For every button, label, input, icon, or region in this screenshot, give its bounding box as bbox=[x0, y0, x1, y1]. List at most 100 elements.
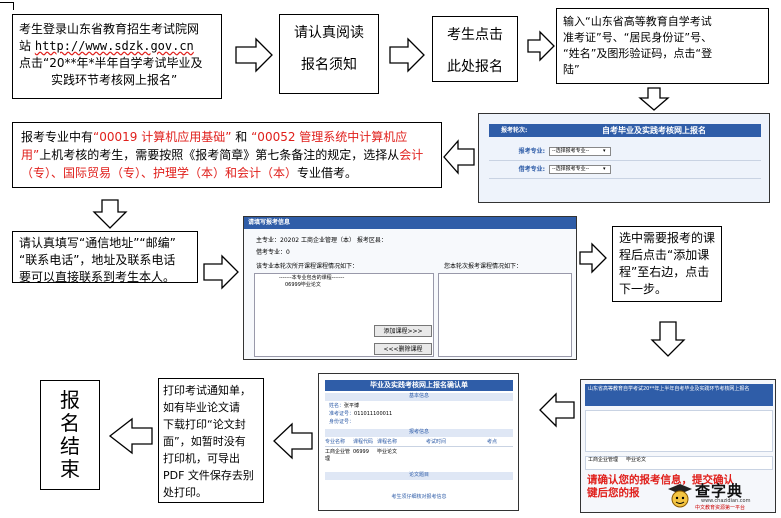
step-click-line2: 此处报名 bbox=[447, 59, 503, 75]
confirm-name-label: 姓名： bbox=[329, 403, 345, 409]
register-major-select[interactable]: --选择报考专业-- bbox=[549, 147, 611, 156]
course-major-line: 主专业：20202 工商企业管理（本） 报考区县： bbox=[256, 237, 387, 244]
confirm-col-course: 课程名称 bbox=[377, 439, 398, 445]
logo-slogan: 中文教育资源第一平台 bbox=[695, 505, 746, 511]
corner-mark bbox=[0, 2, 14, 10]
arrow-down-icon bbox=[650, 321, 686, 357]
step-input-box: 输入“山东省高等教育自学考试 准考证”号、“居民身份证”号、 “姓名”及图形验证… bbox=[556, 8, 769, 84]
step-read-box: 请认真阅读 报名须知 bbox=[279, 14, 379, 94]
notice-course-00052-end: 用” bbox=[21, 148, 40, 162]
delete-course-button[interactable]: <<<删除课程 bbox=[374, 343, 432, 355]
step-login-line1: 考生登录山东省教育招生考试院网 bbox=[19, 22, 200, 36]
print-notice-box: 打印考试通知单， 如有毕业论文请 下载打印“论文封 面”，如暂时没有 打印机，可… bbox=[158, 378, 264, 503]
confirm-row-course: 毕业论文 bbox=[377, 449, 398, 455]
registration-end-box: 报 名 结 束 bbox=[40, 380, 100, 490]
print-line3: 下载打印“论文封 bbox=[163, 418, 246, 431]
notice-text-4: 专业借考。 bbox=[297, 166, 358, 180]
confirm-col-major: 专业名称 bbox=[325, 439, 346, 445]
select-course-line4: 下一步。 bbox=[619, 282, 668, 296]
course-header: 请填写报考信息 bbox=[248, 219, 291, 226]
notice-course-00052: “00052 管理系统中计算机应 bbox=[251, 130, 408, 144]
notice-majors: 会计（专）、国际贸易（专）、护理学（本）和会计（本） bbox=[21, 148, 424, 180]
arrow-right-icon bbox=[527, 30, 555, 62]
end-char-2: 名 bbox=[60, 411, 80, 435]
step-click-box: 考生点击 此处报名 bbox=[432, 16, 518, 82]
chevron-down-icon: ▾ bbox=[603, 166, 606, 172]
confirm2-title: 山东省高等教育自学考试20**年上半年自考毕业及实践环节考核网上报名 bbox=[585, 384, 773, 406]
notice-text-3: 上机考核的考生，需要按照《报考简章》第七条备注的规定，选择从 bbox=[39, 148, 400, 162]
confirm-table-header: 专业名称 课程代码 课程名称 考试时间 考点 bbox=[325, 439, 513, 447]
selected-course-list[interactable] bbox=[438, 273, 572, 357]
notice-course-00019: “00019 计算机应用基础” bbox=[93, 130, 232, 144]
course-left-title: 该专业本轮次所开课程课程情况如下： bbox=[256, 263, 359, 270]
end-char-3: 结 bbox=[60, 434, 80, 458]
confirm-col-time: 考试时间 bbox=[425, 439, 446, 445]
add-course-button[interactable]: 添加课程>>> bbox=[374, 325, 432, 337]
register-borrow-select[interactable]: --选择报考专业-- bbox=[549, 165, 611, 174]
confirm-name-value: 张平博 bbox=[344, 403, 360, 409]
arrow-left-icon bbox=[539, 392, 575, 428]
course-borrow-line: 借考专业：0 bbox=[256, 249, 290, 256]
confirm-idcard-label: 身份证号： bbox=[329, 419, 355, 425]
confirm-title: 毕业及实践考核网上报名确认单 bbox=[325, 380, 513, 391]
course-list-item[interactable]: 06999毕业论文 bbox=[285, 282, 321, 288]
arrow-right-icon bbox=[579, 242, 607, 274]
scholar-mascot-icon bbox=[668, 484, 692, 508]
logo-site: www.chazidian.com bbox=[701, 498, 751, 504]
screen-confirm-submit: 山东省高等教育自学考试20**年上半年自考毕业及实践环节考核网上报名 工商企业管… bbox=[580, 379, 776, 513]
arrow-left-icon bbox=[273, 422, 313, 460]
course-list-head: -------本专业包含的课程------- bbox=[279, 275, 345, 281]
course-right-title: 您本轮次报考课程情况如下： bbox=[444, 263, 523, 270]
end-char-1: 报 bbox=[60, 388, 80, 412]
arrow-left-icon bbox=[443, 139, 475, 175]
portal-url-link[interactable]: http://www.sdzk.gov.cn bbox=[34, 39, 194, 53]
notice-text-1: 报考专业中有 bbox=[21, 130, 94, 144]
step-read-line2: 报名须知 bbox=[301, 57, 357, 73]
step-login-line4: 实践环节考核网上报名” bbox=[51, 73, 178, 87]
confirm-col-code: 课程代码 bbox=[353, 439, 374, 445]
logo-name: 查字典 bbox=[695, 482, 744, 500]
contact-line2: “联系电话”，地址及联系电话 bbox=[19, 253, 176, 267]
select-course-line1: 选中需要报考的课 bbox=[619, 231, 716, 245]
step-click-line1: 考生点击 bbox=[447, 27, 503, 43]
step-input-line4: 陆” bbox=[563, 63, 580, 76]
register-major-label: 报考专业: bbox=[518, 147, 545, 155]
register-borrow-label: 借考专业: bbox=[518, 165, 545, 173]
confirm-section-exam: 报考信息 bbox=[325, 429, 513, 437]
print-line2: 如有毕业论文请 bbox=[163, 401, 240, 414]
arrow-down-icon bbox=[92, 199, 128, 229]
arrow-right-icon bbox=[203, 254, 239, 290]
step-input-line3: “姓名”及图形验证码，点击“登 bbox=[563, 47, 713, 60]
confirm-row-code: 06999 bbox=[353, 449, 369, 455]
screen-confirm-sheet: 毕业及实践考核网上报名确认单 基本信息 姓名：张平博 准考证号：01101110… bbox=[318, 373, 519, 511]
screen-course-selection: 请填写报考信息 主专业：20202 工商企业管理（本） 报考区县： 借考专业：0… bbox=[243, 216, 577, 360]
confirm2-row-course: 毕业论文 bbox=[626, 457, 647, 463]
arrow-right-icon bbox=[389, 37, 425, 73]
confirm-id-label: 准考证号： bbox=[329, 411, 355, 417]
step-login-box: 考生登录山东省教育招生考试院网 站 http://www.sdzk.gov.cn… bbox=[12, 14, 222, 99]
print-line4: 面”，如暂时没有 bbox=[163, 435, 246, 448]
print-line1: 打印考试通知单， bbox=[163, 384, 251, 397]
confirm2-row-major: 工商企业管理 bbox=[588, 457, 619, 463]
contact-line3: 要可以直接联系到考生本人。 bbox=[19, 270, 176, 284]
end-char-4: 束 bbox=[60, 457, 80, 481]
confirm-id-value: 011011100011 bbox=[354, 411, 393, 417]
print-line5: 打印机，可导出 bbox=[163, 452, 240, 465]
arrow-right-icon bbox=[235, 37, 273, 73]
arrow-left-icon bbox=[108, 417, 153, 455]
overlay-line2: 键后您的报 bbox=[587, 487, 640, 499]
print-line7: 处打印。 bbox=[163, 486, 207, 499]
step-read-line1: 请认真阅读 bbox=[294, 25, 364, 41]
screen-register-major: 报考轮次: 自考毕业及实践考核网上报名 报考专业: --选择报考专业-- ▾ 借… bbox=[478, 113, 770, 203]
contact-line1: 请认真填写“通信地址”“邮编” bbox=[19, 236, 176, 250]
select-course-line3: 程”至右边，点击 bbox=[619, 265, 710, 279]
step-input-line1: 输入“山东省高等教育自学考试 bbox=[563, 15, 712, 28]
borrow-exam-notice-box: 报考专业中有“00019 计算机应用基础” 和 “00052 管理系统中计算机应… bbox=[12, 122, 442, 188]
step-login-line2-prefix: 站 bbox=[19, 39, 32, 53]
confirm-section-basic: 基本信息 bbox=[325, 393, 513, 401]
register-round-label: 报考轮次: bbox=[501, 126, 528, 134]
chazidian-logo: 查字典 www.chazidian.com 中文教育资源第一平台 bbox=[667, 480, 775, 512]
select-course-box: 选中需要报考的课 程后点击“添加课 程”至右边，点击 下一步。 bbox=[612, 226, 722, 302]
confirm-footer: 考生须仔细核对报考信息 bbox=[391, 494, 447, 500]
